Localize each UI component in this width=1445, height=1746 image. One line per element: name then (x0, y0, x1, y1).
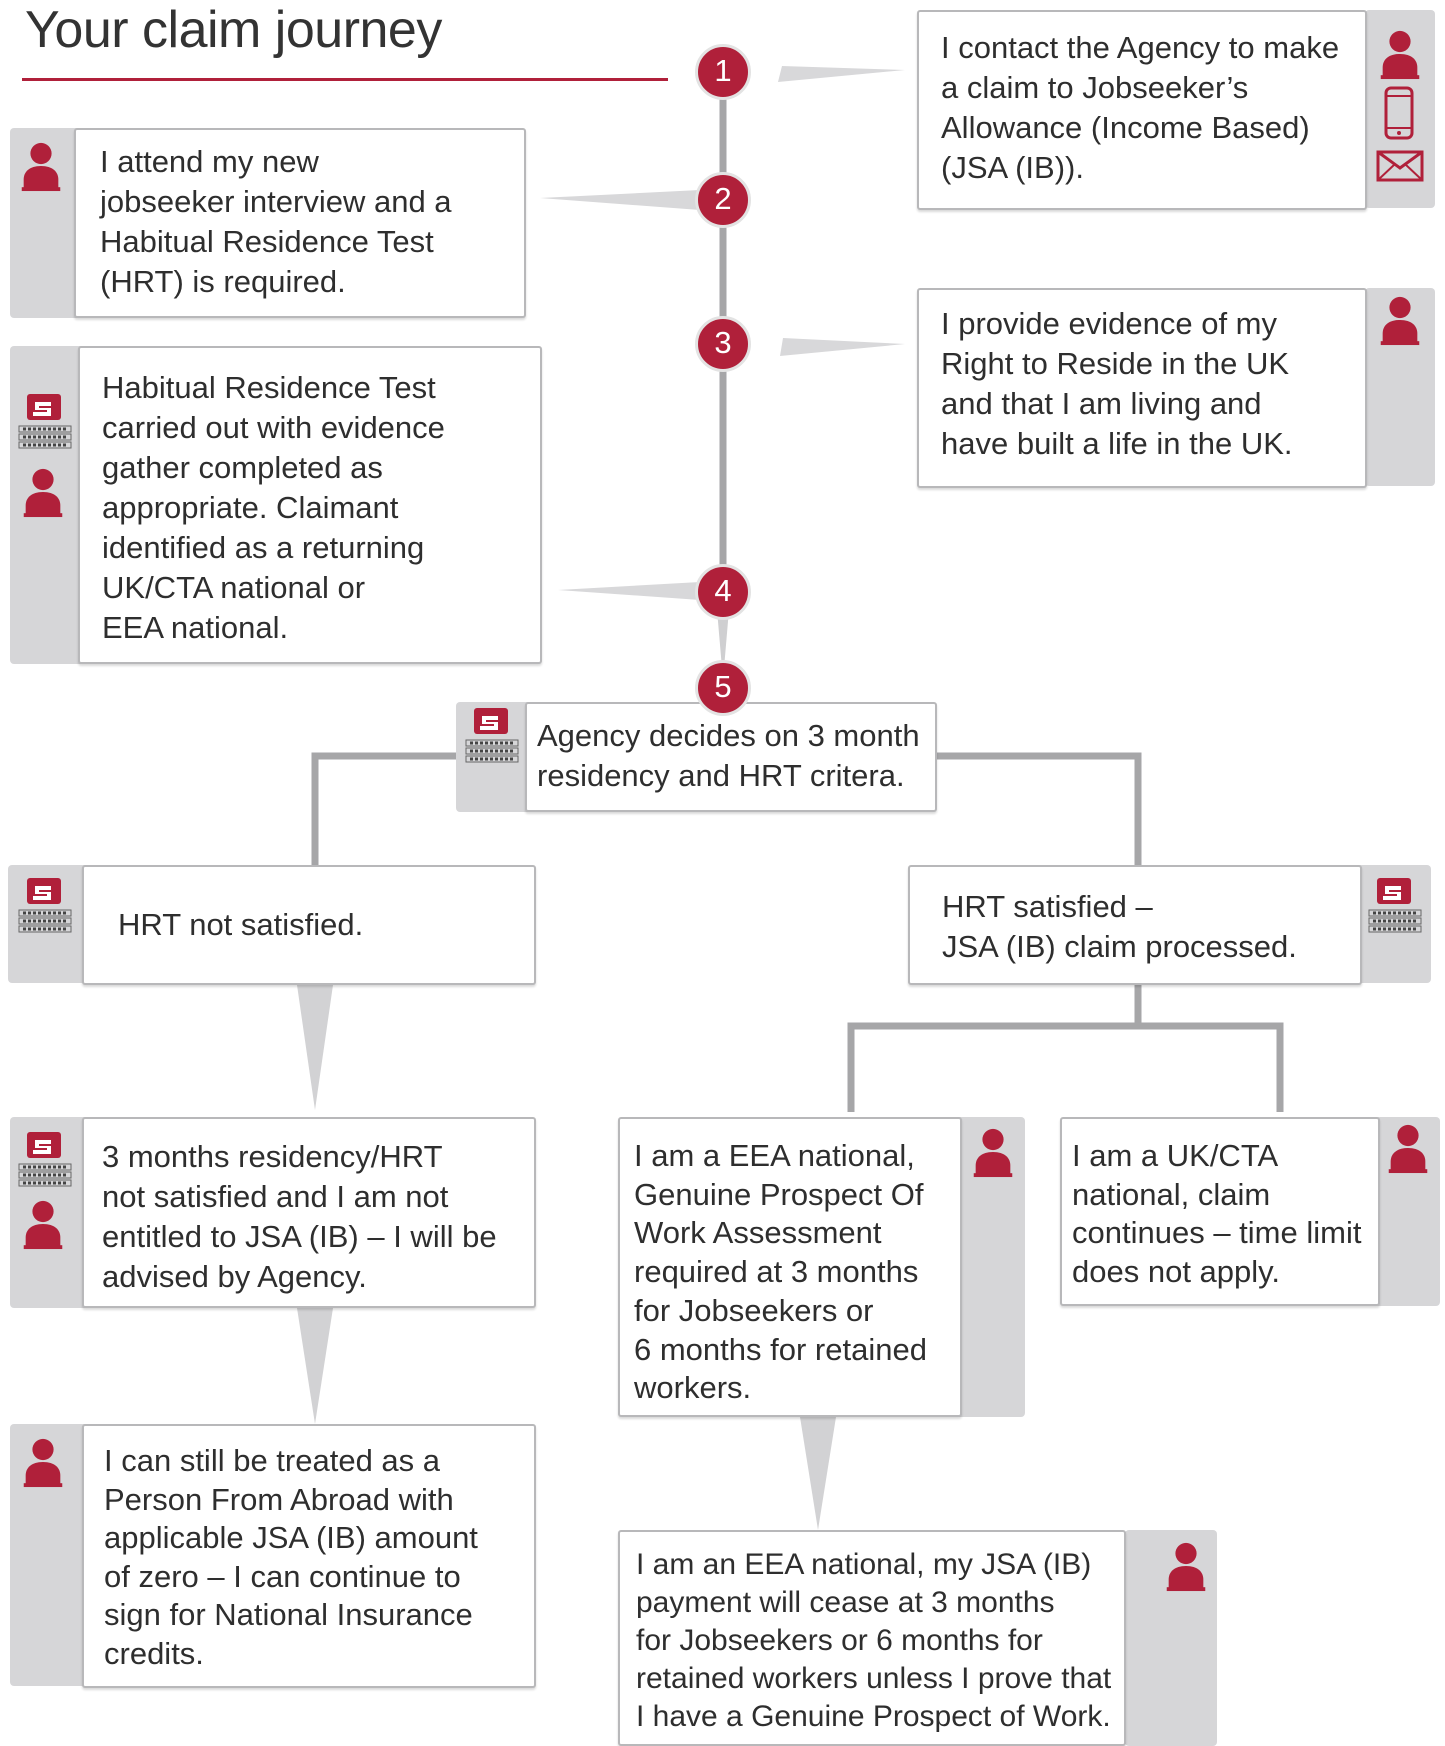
step3-text: I provide evidence of my Right to Reside… (941, 306, 1293, 461)
person-icon (971, 1126, 1015, 1178)
agency-logo-icon (17, 1130, 73, 1192)
step3-box: I provide evidence of my Right to Reside… (917, 288, 1367, 488)
eea-gpow-text: I am a EEA national, Genuine Prospect Of… (634, 1138, 927, 1406)
step-1-marker: 1 (695, 44, 751, 100)
person-icon (21, 1198, 65, 1250)
hrt-satisfied-box: HRT satisfied – JSA (IB) claim processed… (908, 865, 1362, 985)
agency-logo-icon (1367, 876, 1423, 938)
person-icon (1164, 1540, 1208, 1592)
step-5-marker: 5 (695, 660, 751, 716)
agency-logo-icon (464, 706, 520, 768)
step2-text: I attend my new jobseeker interview and … (100, 144, 452, 299)
step4-box: Habitual Residence Test carried out with… (78, 346, 542, 664)
uk-cta-box: I am a UK/CTA national, claim continues … (1060, 1117, 1380, 1306)
tab-eea-cease (1125, 1530, 1217, 1746)
step4-text: Habitual Residence Test carried out with… (102, 370, 445, 645)
person-icon (1378, 294, 1422, 346)
hrt-satisfied-text: HRT satisfied – JSA (IB) claim processed… (942, 889, 1297, 964)
title-rule (22, 78, 668, 81)
envelope-icon (1376, 150, 1424, 182)
page-title: Your claim journey (25, 1, 442, 59)
step1-text: I contact the Agency to make a claim to … (941, 30, 1340, 185)
step-3-marker: 3 (695, 316, 751, 372)
step5-box: Agency decides on 3 month residency and … (525, 702, 937, 812)
step-2-marker: 2 (695, 172, 751, 228)
uk-cta-text: I am a UK/CTA national, claim continues … (1072, 1138, 1362, 1290)
hrt-not-satisfied-box: HRT not satisfied. (82, 865, 536, 985)
eea-cease-text: I am an EEA national, my JSA (IB) paymen… (636, 1548, 1112, 1733)
person-icon (1378, 28, 1422, 80)
step1-box: I contact the Agency to make a claim to … (917, 10, 1367, 210)
agency-logo-icon (17, 876, 73, 938)
not-entitled-box: 3 months residency/HRT not satisfied and… (82, 1117, 536, 1308)
person-from-abroad-box: I can still be treated as a Person From … (82, 1424, 536, 1688)
step2-box: I attend my new jobseeker interview and … (74, 128, 526, 318)
eea-gpow-box: I am a EEA national, Genuine Prospect Of… (618, 1117, 962, 1417)
step-4-marker: 4 (695, 564, 751, 620)
person-icon (1386, 1122, 1430, 1174)
agency-logo-icon (17, 392, 73, 454)
person-icon (21, 466, 65, 518)
person-icon (21, 1436, 65, 1488)
step5-text: Agency decides on 3 month residency and … (537, 718, 920, 793)
not-entitled-text: 3 months residency/HRT not satisfied and… (102, 1139, 497, 1294)
eea-cease-box: I am an EEA national, my JSA (IB) paymen… (618, 1530, 1126, 1746)
phone-icon (1384, 86, 1414, 140)
hrt-not-satisfied-text: HRT not satisfied. (118, 907, 364, 942)
person-from-abroad-text: I can still be treated as a Person From … (104, 1443, 478, 1671)
person-icon (19, 140, 63, 192)
